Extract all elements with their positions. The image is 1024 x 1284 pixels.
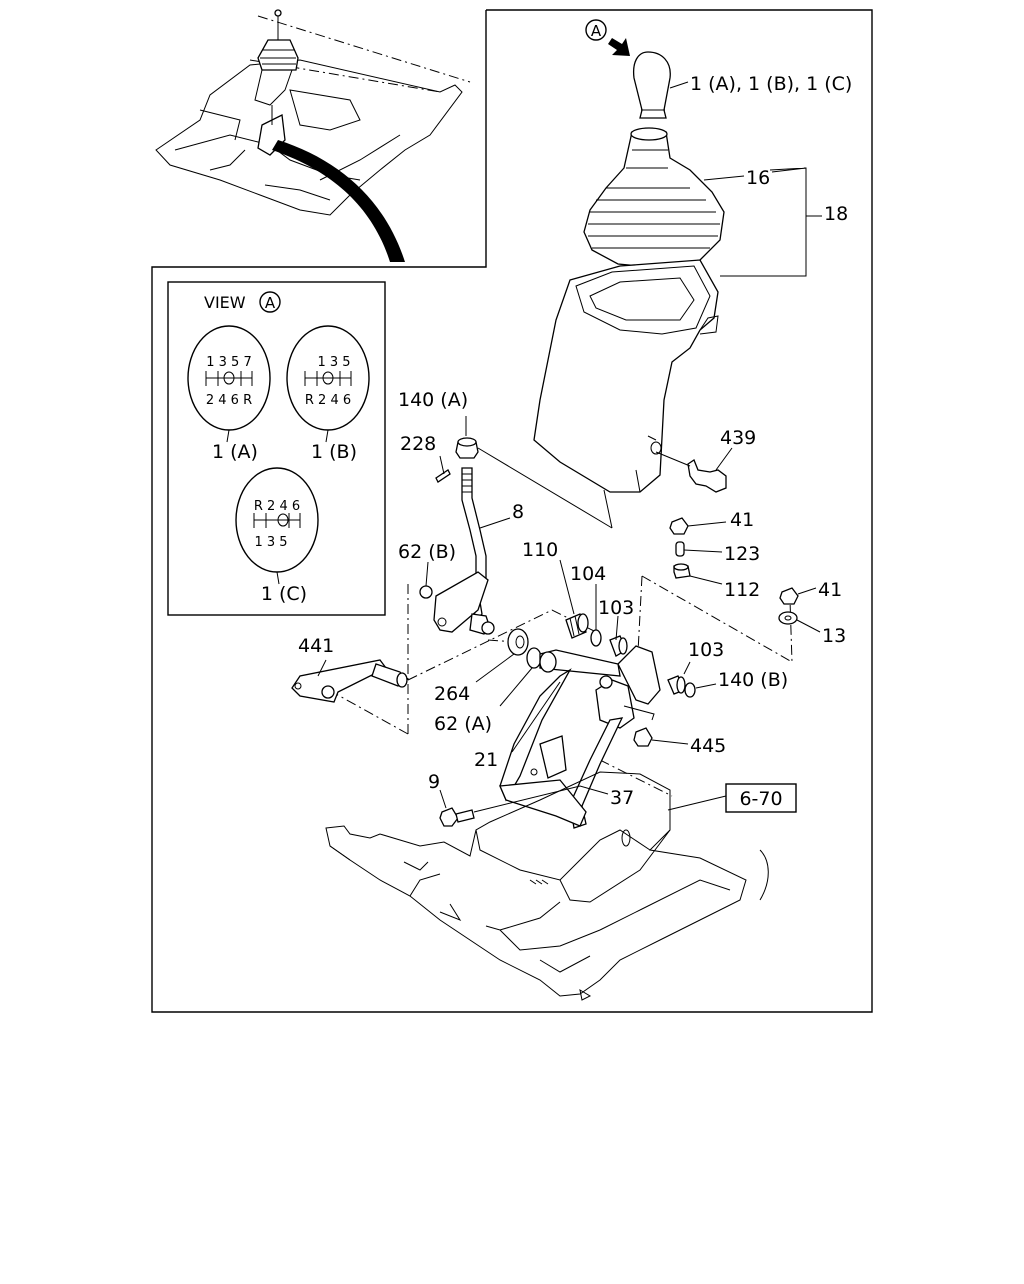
label-shift-lever: 8 bbox=[512, 501, 524, 523]
view-direction-arrow-icon bbox=[608, 38, 630, 56]
washer-264: 264 bbox=[434, 628, 529, 705]
bolt-445: 445 bbox=[633, 727, 726, 757]
pattern-1c-top: R 2 4 6 bbox=[254, 499, 300, 514]
bush-103-upper: 103 bbox=[598, 597, 634, 657]
label-washer-264: 264 bbox=[434, 683, 470, 705]
label-clip-104: 104 bbox=[570, 563, 606, 585]
bolt-9: 9 bbox=[428, 771, 475, 827]
rod-140a: 140 (A) bbox=[398, 389, 613, 529]
label-washer-13: 13 bbox=[822, 625, 846, 647]
pattern-1a-top: 1 3 5 7 bbox=[206, 355, 251, 370]
label-bush-103-upper: 103 bbox=[598, 597, 634, 619]
label-ref-page: 6-70 bbox=[739, 788, 782, 810]
view-panel-title: VIEW bbox=[204, 293, 246, 312]
label-nut-41-upper: 41 bbox=[730, 509, 754, 531]
label-pin-123: 123 bbox=[724, 543, 760, 565]
pattern-1c-bottom: 1 3 5 bbox=[254, 535, 287, 550]
cab-overview-illustration bbox=[155, 9, 471, 262]
view-a-marker: A bbox=[585, 19, 630, 56]
console-cover: 18 bbox=[533, 167, 848, 493]
view-a-letter: A bbox=[591, 22, 602, 40]
pattern-1b-bottom: R 2 4 6 bbox=[305, 393, 351, 408]
pattern-1c-label: 1 (C) bbox=[261, 583, 307, 605]
washer-13: 13 bbox=[778, 611, 846, 647]
pin-123: 123 bbox=[675, 541, 760, 565]
clip-140b: 140 (B) bbox=[684, 669, 788, 698]
screw-439: 439 bbox=[655, 427, 756, 493]
reference-page-box: 6-70 bbox=[667, 783, 797, 813]
shift-pattern-1b: 1 3 5 R 2 4 6 1 (B) bbox=[286, 325, 370, 463]
label-link-441: 441 bbox=[298, 635, 334, 657]
label-knob: 1 (A), 1 (B), 1 (C) bbox=[690, 73, 852, 95]
label-pin-228: 228 bbox=[400, 433, 436, 455]
pattern-1b-label: 1 (B) bbox=[311, 441, 357, 463]
label-bush-103-lower: 103 bbox=[688, 639, 724, 661]
label-boot: 16 bbox=[746, 167, 770, 189]
label-bush-62a: 62 (A) bbox=[434, 713, 492, 735]
label-nut-41-lower: 41 bbox=[818, 579, 842, 601]
view-a-panel: VIEW A 1 3 5 7 2 4 6 R 1 (A) 1 3 5 R 2 4… bbox=[167, 281, 386, 616]
label-clip-140b: 140 (B) bbox=[718, 669, 788, 691]
stay-37-leader: 37 bbox=[473, 785, 634, 813]
label-bracket-21: 21 bbox=[474, 749, 498, 771]
clip-104: 104 bbox=[570, 563, 606, 647]
shift-pattern-1a: 1 3 5 7 2 4 6 R 1 (A) bbox=[187, 325, 271, 463]
frame-border bbox=[151, 9, 873, 1013]
pin-228: 228 bbox=[400, 433, 451, 483]
label-screw-439: 439 bbox=[720, 427, 756, 449]
shift-lever-8: 8 bbox=[433, 467, 524, 635]
label-console-assy: 18 bbox=[824, 203, 848, 225]
label-bush-112: 112 bbox=[724, 579, 760, 601]
pattern-1b-top: 1 3 5 bbox=[317, 355, 350, 370]
bush-62a: 62 (A) bbox=[434, 647, 542, 735]
label-bolt-445: 445 bbox=[690, 735, 726, 757]
label-spring-110: 110 bbox=[522, 539, 558, 561]
link-441: 441 bbox=[291, 635, 408, 703]
label-rod-140a: 140 (A) bbox=[398, 389, 468, 411]
label-bolt-9: 9 bbox=[428, 771, 440, 793]
bush-103-lower: 103 bbox=[667, 639, 724, 695]
pattern-1a-label: 1 (A) bbox=[212, 441, 258, 463]
bracket-21: 21 bbox=[474, 645, 661, 829]
view-panel-marker: A bbox=[265, 294, 276, 312]
spring-110: 110 bbox=[522, 539, 589, 639]
label-stay-37: 37 bbox=[610, 787, 634, 809]
shift-boot: 16 bbox=[583, 127, 770, 269]
shift-knob: 1 (A), 1 (B), 1 (C) bbox=[632, 51, 852, 119]
nut-41-lower: 41 bbox=[779, 579, 842, 605]
floor-panel bbox=[325, 771, 769, 1001]
shift-pattern-1c: R 2 4 6 1 3 5 1 (C) bbox=[235, 467, 319, 605]
label-bush-62b: 62 (B) bbox=[398, 541, 456, 563]
nut-41-upper: 41 bbox=[669, 509, 754, 535]
bush-112: 112 bbox=[673, 563, 760, 601]
bush-62b: 62 (B) bbox=[398, 541, 456, 599]
pattern-1a-bottom: 2 4 6 R bbox=[206, 393, 252, 408]
